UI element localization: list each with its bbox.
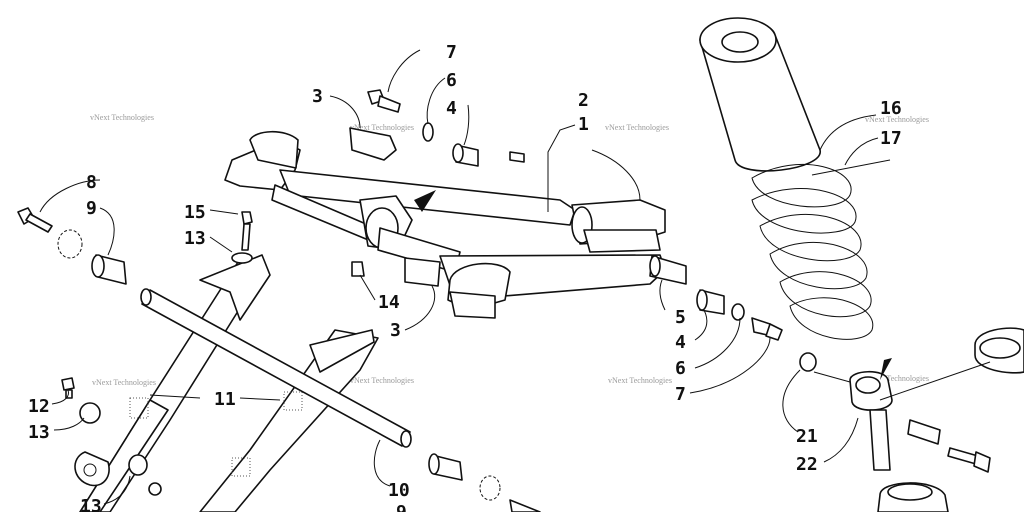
watermark-text: vNext Technologies [90, 113, 154, 122]
watermark-text: vNext Technologies [865, 374, 929, 383]
callout-labels: 1 2 3 3 4 4 5 6 6 7 7 8 9 9 10 11 12 13 … [28, 42, 902, 512]
lower-hardware [696, 289, 783, 341]
leader-lines [39, 49, 991, 505]
watermark-text: vNext Technologies [350, 123, 414, 132]
callout-8: 8 [86, 172, 97, 193]
upper-hardware [349, 89, 525, 167]
callout-5: 5 [675, 307, 686, 328]
watermark-text: vNext Technologies [605, 123, 669, 132]
callout-9: 9 [86, 198, 97, 219]
callout-21: 21 [796, 426, 818, 447]
left-hardware [17, 207, 541, 512]
watermark-text: vNext Technologies [865, 115, 929, 124]
callout-11: 11 [214, 389, 236, 410]
callout-6: 6 [446, 70, 457, 91]
callout-3: 3 [390, 320, 401, 341]
callout-4: 4 [675, 332, 686, 353]
watermarks: vNext Technologies vNext Technologies vN… [90, 113, 929, 387]
watermark-text: vNext Technologies [608, 376, 672, 385]
shock-absorber [699, 17, 1024, 512]
callout-15: 15 [184, 202, 206, 223]
callout-9: 9 [396, 502, 407, 512]
slide-rails [74, 254, 379, 512]
callout-2: 2 [578, 90, 589, 111]
cross-shaft [140, 288, 412, 448]
callout-7: 7 [446, 42, 457, 63]
callout-1: 1 [578, 114, 589, 135]
callout-6: 6 [675, 358, 686, 379]
callout-17: 17 [880, 128, 902, 149]
callout-10: 10 [388, 480, 410, 501]
callout-12: 12 [28, 396, 50, 417]
callout-7: 7 [675, 384, 686, 405]
callout-13: 13 [184, 228, 206, 249]
swing-arm [224, 130, 687, 319]
callout-14: 14 [378, 292, 400, 313]
callout-3: 3 [312, 86, 323, 107]
callout-22: 22 [796, 454, 818, 475]
callout-13: 13 [28, 422, 50, 443]
watermark-text: vNext Technologies [92, 378, 156, 387]
callout-16: 16 [880, 98, 902, 119]
watermark-text: vNext Technologies [350, 376, 414, 385]
callout-13: 13 [80, 496, 102, 512]
callout-4: 4 [446, 98, 457, 119]
